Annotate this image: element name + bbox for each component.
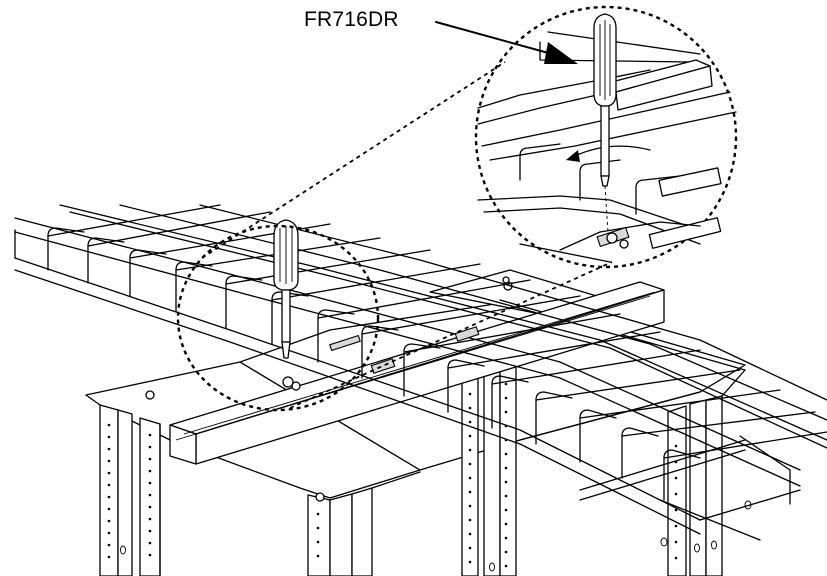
wire-mesh-cable-tray bbox=[14, 204, 827, 547]
part-number-label: FR716DR bbox=[304, 8, 399, 31]
rail-holes-mid bbox=[316, 378, 508, 572]
mounting-bracket bbox=[169, 281, 665, 465]
screwdriver bbox=[273, 219, 301, 391]
callout-leader bbox=[435, 21, 578, 64]
magnified-detail-view bbox=[477, 13, 737, 263]
detail-callout bbox=[176, 5, 738, 412]
rail-holes-left bbox=[107, 423, 152, 559]
